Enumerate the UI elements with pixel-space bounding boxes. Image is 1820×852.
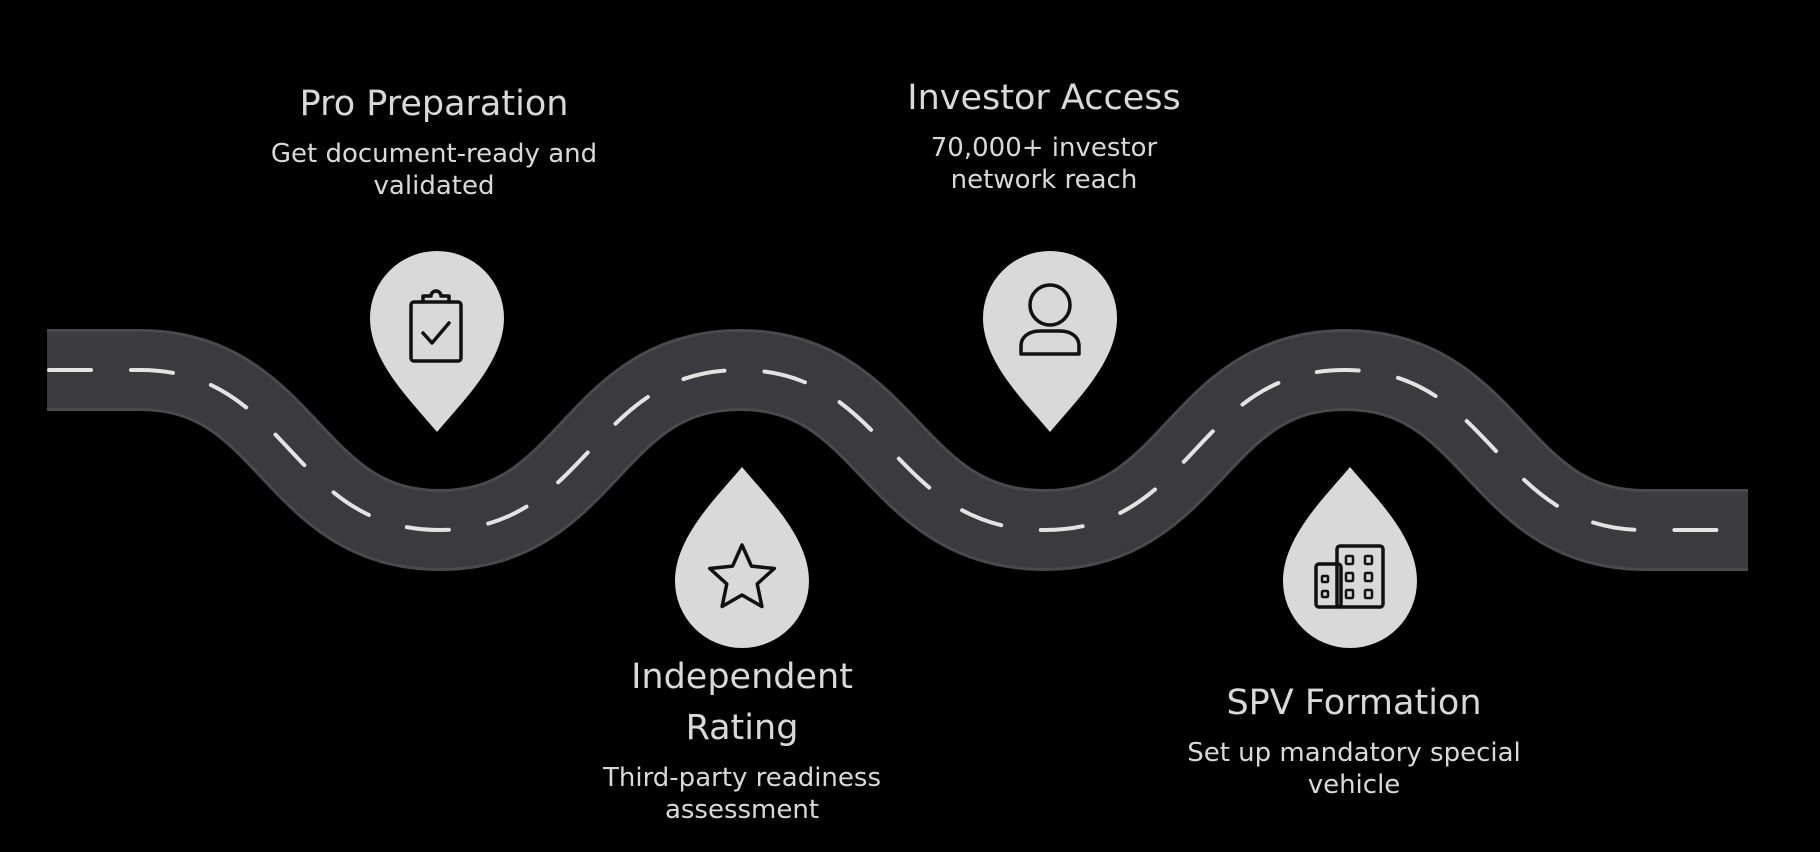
building-icon [1314, 544, 1385, 609]
step-description: Third-party readiness assessment [602, 763, 881, 825]
step-description: 70,000+ investor network reach [930, 133, 1158, 195]
road-end-right [1748, 480, 1820, 580]
step-title: Pro Preparation [299, 84, 569, 124]
step-spv-formation: SPV Formation Set up mandatory special v… [1184, 678, 1524, 801]
star-icon [707, 543, 777, 609]
pin-shape [983, 251, 1117, 432]
step-title: SPV Formation [1226, 683, 1482, 723]
user-icon [1019, 283, 1081, 356]
pin-shape [1283, 467, 1417, 648]
step-independent-rating: Independent Rating Third-party readiness… [572, 652, 912, 826]
pin-pro-preparation [370, 251, 504, 432]
pin-spv-formation [1283, 467, 1417, 648]
step-investor-access: Investor Access 70,000+ investor network… [874, 73, 1214, 196]
clipboard-check-icon [409, 289, 463, 363]
lane-marking [45, 367, 1750, 533]
pin-shape [370, 251, 504, 432]
road [0, 320, 1820, 580]
step-pro-preparation: Pro Preparation Get document-ready and v… [264, 79, 604, 202]
pin-independent-rating [675, 467, 809, 648]
pin-investor-access [983, 251, 1117, 432]
step-description: Set up mandatory special vehicle [1187, 738, 1521, 800]
step-title: Independent Rating [631, 657, 853, 748]
step-title: Investor Access [907, 78, 1181, 118]
step-description: Get document-ready and validated [270, 139, 598, 201]
road-end-left [0, 320, 47, 420]
pin-shape [675, 467, 809, 648]
